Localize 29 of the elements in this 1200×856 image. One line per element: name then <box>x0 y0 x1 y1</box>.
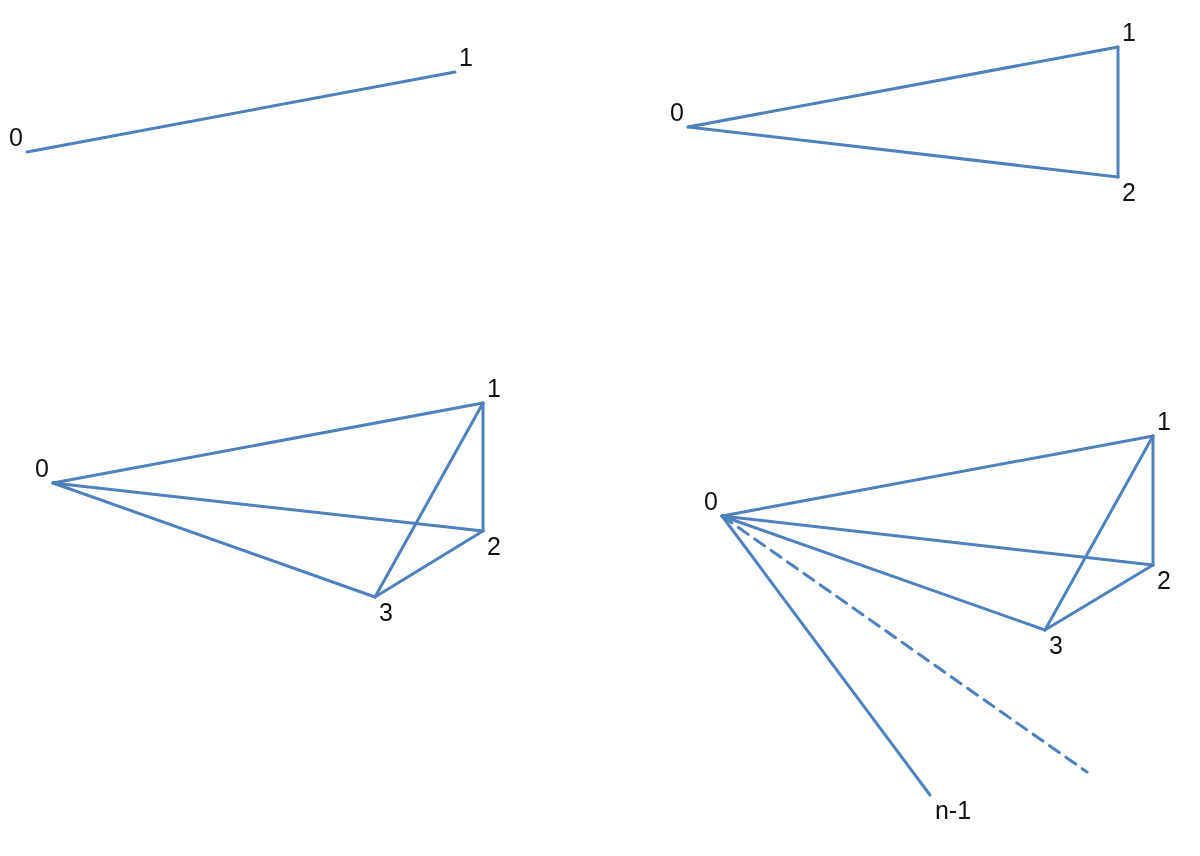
vertex-label: 3 <box>375 597 397 627</box>
edge-line <box>686 45 1120 129</box>
edge-line <box>373 401 485 599</box>
edge-line <box>25 70 457 154</box>
edge-line <box>373 529 485 599</box>
vertex-label: 2 <box>483 531 505 561</box>
edge-line <box>1043 434 1155 632</box>
edge-line <box>1151 434 1155 567</box>
vertex-label: 1 <box>483 373 505 403</box>
edge-line <box>720 434 1155 518</box>
vertex-label: 1 <box>1118 17 1140 47</box>
edge-line <box>51 401 485 485</box>
vertex-label: 0 <box>700 486 722 516</box>
edge-line <box>720 514 932 797</box>
edge-line <box>51 481 377 599</box>
vertex-label: 2 <box>1118 177 1140 207</box>
vertex-label: 3 <box>1045 630 1067 660</box>
edge-line <box>1116 45 1120 179</box>
vertex-label: 0 <box>5 122 27 152</box>
vertex-label: 1 <box>1153 406 1175 436</box>
vertex-label: n-1 <box>930 795 976 825</box>
vertex-label: 0 <box>666 97 688 127</box>
edge-line <box>686 125 1120 179</box>
vertex-label: 0 <box>31 453 53 483</box>
edge-line <box>481 401 485 533</box>
dashed-edge-line <box>720 514 1089 774</box>
vertex-label: 2 <box>1153 565 1175 595</box>
edge-line <box>1043 563 1155 632</box>
vertex-label: 1 <box>455 42 477 72</box>
